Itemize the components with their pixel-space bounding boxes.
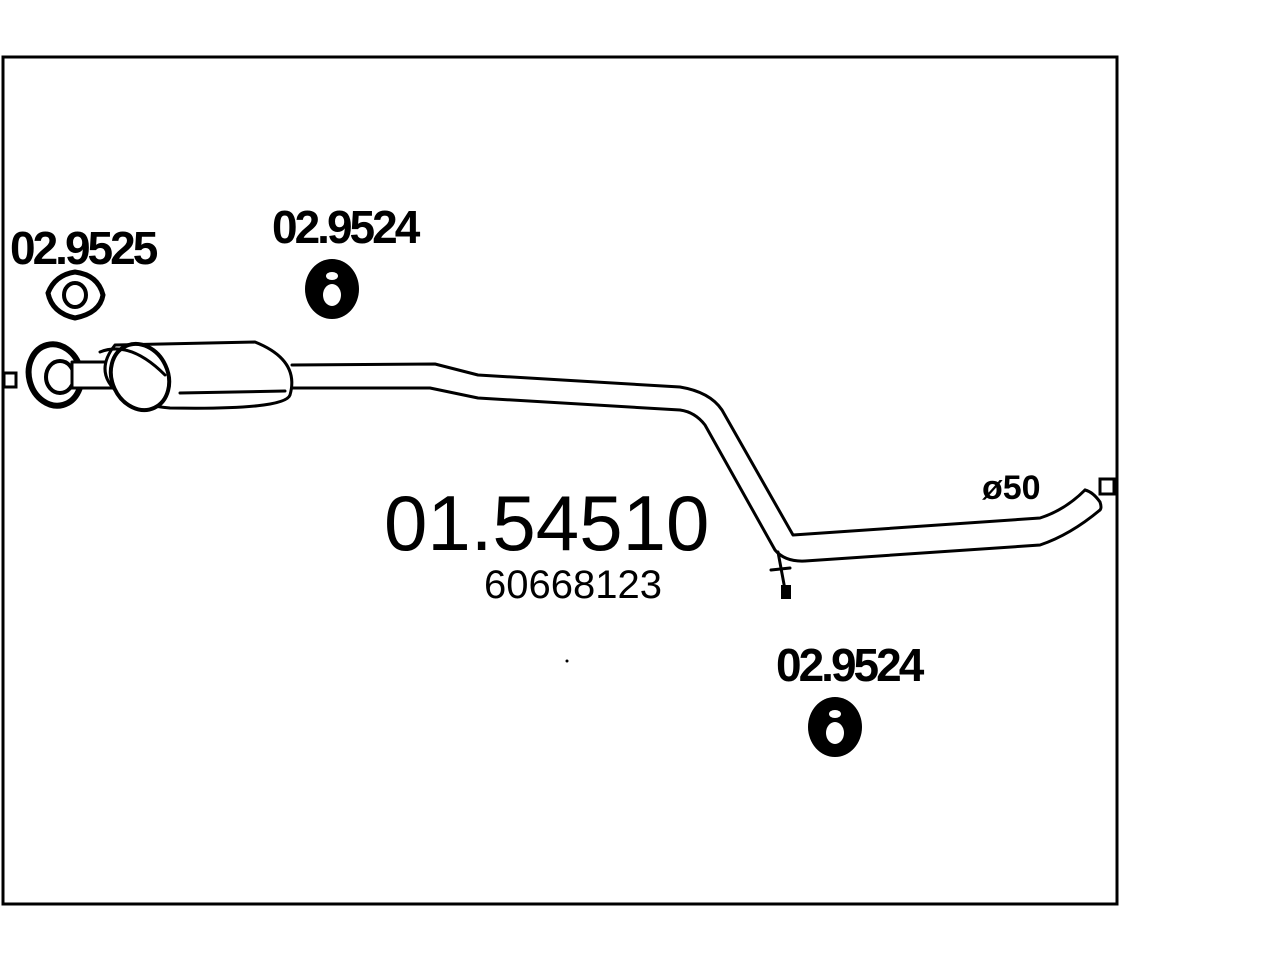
diagram-frame xyxy=(1,55,1119,906)
inlet-flange xyxy=(25,341,85,409)
inlet-connector xyxy=(2,371,18,389)
product-code: 01.54510 xyxy=(384,479,709,567)
main-pipe-upper xyxy=(290,362,1087,537)
rubber-mount-icon xyxy=(305,259,359,319)
stray-dot xyxy=(565,659,569,663)
rubber-mount-icon xyxy=(808,697,862,757)
main-pipe-lower xyxy=(290,386,1102,563)
part-label-gasket: 02.9525 xyxy=(10,222,158,274)
diameter-label: ø50 xyxy=(982,469,1041,507)
gasket-icon xyxy=(45,269,106,321)
part-label-mount-lower: 02.9524 xyxy=(776,639,925,691)
silencer xyxy=(98,340,294,413)
oem-code: 60668123 xyxy=(484,563,662,607)
part-label-mount-upper: 02.9524 xyxy=(272,201,421,253)
outlet-connector xyxy=(1098,477,1116,496)
outlet-end-cap xyxy=(1083,488,1103,512)
hanger-bracket xyxy=(769,550,792,599)
